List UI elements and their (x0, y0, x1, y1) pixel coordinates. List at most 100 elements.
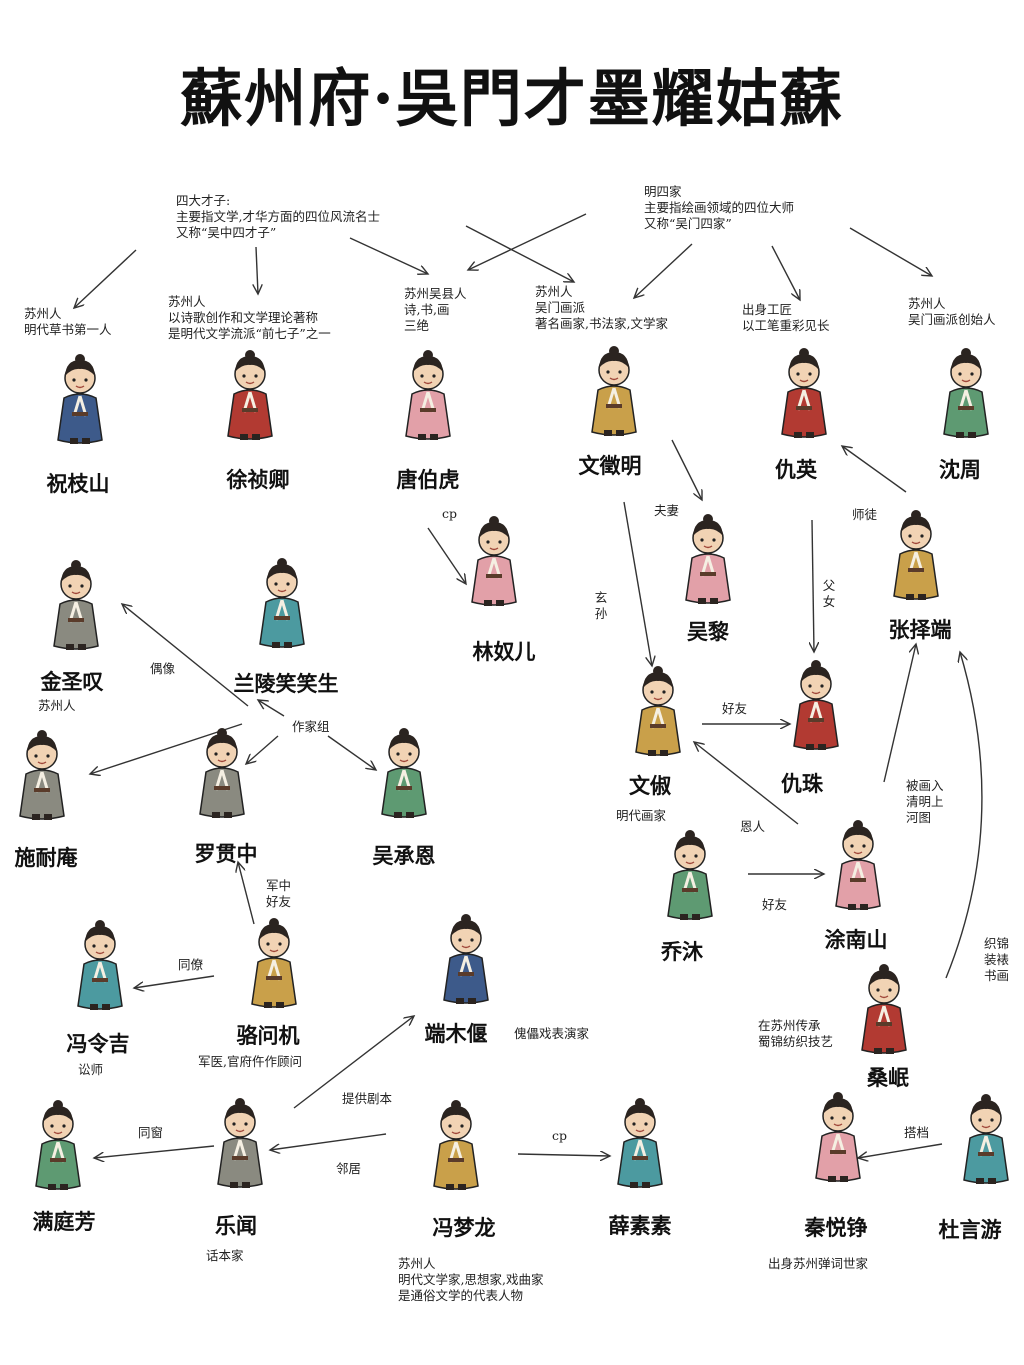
name-wen: 文徵明 (579, 450, 642, 480)
note-line: 以诗歌创作和文学理论著称 (168, 310, 331, 326)
note-line: 主要指绘画领域的四位大师 (644, 200, 794, 216)
rel-partner: 搭档 (904, 1122, 929, 1141)
rel-neighbor: 邻居 (336, 1158, 361, 1177)
rel-father-daughter: 父女 (822, 578, 836, 610)
note-le: 话本家 (206, 1248, 244, 1264)
character-figure-duanmu (434, 914, 498, 1006)
name-duanmu: 端木偃 (425, 1018, 488, 1048)
note-line: 蜀锦纺织技艺 (758, 1034, 833, 1050)
arrow-fengmong-xue (518, 1154, 610, 1156)
name-sang: 桑岷 (867, 1062, 909, 1092)
name-le: 乐闻 (215, 1210, 257, 1240)
name-man: 满庭芳 (33, 1206, 96, 1236)
character-figure-wen (582, 346, 646, 438)
note-line: 是明代文学流派“前七子”之一 (168, 326, 331, 342)
note-line: 诗,书,画 (404, 302, 467, 318)
arrow-luowenji-fengling (134, 976, 214, 988)
name-shen: 沈周 (939, 454, 981, 484)
name-fengmong: 冯梦龙 (433, 1212, 496, 1242)
character-figure-qin (806, 1092, 870, 1184)
name-tang: 唐伯虎 (397, 464, 460, 494)
character-figure-du (954, 1094, 1018, 1186)
character-figure-fengmong (424, 1100, 488, 1192)
arrow-mingfour-qiu (772, 246, 800, 300)
name-qiu: 仇英 (775, 454, 817, 484)
character-figure-luowenji (242, 918, 306, 1010)
name-tu: 涂南山 (825, 924, 888, 954)
arrow-talents-wen (466, 226, 574, 282)
note-xu: 苏州人 以诗歌创作和文学理论著称 是明代文学流派“前七子”之一 (168, 294, 331, 342)
note-fengling: 讼师 (78, 1062, 103, 1078)
note-line: 河图 (906, 810, 944, 826)
note-line: 明代草书第一人 (24, 322, 112, 338)
rel-grandchild: 玄孙 (594, 590, 608, 622)
note-line: 又称“吴中四才子” (176, 225, 380, 241)
note-line: 被画入 (906, 778, 944, 794)
note-line: 四大才子: (176, 193, 380, 209)
note-line: 清明上 (906, 794, 944, 810)
note-zhang-painted: 被画入 清明上 河图 (906, 778, 944, 826)
name-qin: 秦悦铮 (805, 1212, 868, 1242)
name-xu: 徐祯卿 (227, 464, 290, 494)
note-line: 苏州吴县人 (404, 286, 467, 302)
note-sang: 在苏州传承 蜀锦纺织技艺 (758, 1018, 833, 1050)
character-figure-qiu (772, 348, 836, 440)
name-wenshu: 文俶 (629, 770, 671, 800)
arrow-luowenji-luo (238, 862, 254, 924)
arrow-painted-zhang (884, 644, 916, 782)
rel-benefactor: 恩人 (740, 816, 765, 835)
note-line: 以工笔重彩见长 (742, 318, 830, 334)
note-line: 苏州人 (398, 1256, 543, 1272)
arrow-wen-wenshu (624, 502, 652, 666)
rel-script: 提供剧本 (342, 1088, 392, 1107)
character-figure-luo (190, 728, 254, 820)
note-line: 又称“吴门四家” (644, 216, 794, 232)
note-zhu: 苏州人 明代草书第一人 (24, 306, 112, 338)
rel-cp-tang-lin: cp (442, 506, 457, 521)
name-zhu: 祝枝山 (47, 468, 110, 498)
arrow-talents-tang (350, 238, 428, 274)
character-figure-fengling (68, 920, 132, 1012)
note-line: 苏州人 (908, 296, 996, 312)
arrow-writers-lanling (258, 700, 284, 716)
character-figure-xu (218, 350, 282, 442)
note-jin: 苏州人 (38, 698, 76, 714)
rel-army-friend: 军中好友 (266, 878, 296, 910)
character-figure-tang (396, 350, 460, 442)
ming-four-note: 明四家 主要指绘画领域的四位大师 又称“吴门四家” (644, 184, 794, 232)
character-figure-sang (852, 964, 916, 1056)
note-line: 在苏州传承 (758, 1018, 833, 1034)
arrow-le-man (94, 1146, 214, 1158)
rel-friend-qiao: 好友 (762, 894, 787, 913)
note-luowenji: 军医,官府仵作顾问 (198, 1054, 302, 1070)
note-line: 苏州人 (535, 284, 668, 300)
arrow-fengmong-le (270, 1134, 386, 1150)
arrow-mingfour-tang (468, 214, 586, 270)
note-line: 吴门画派 (535, 300, 668, 316)
character-figure-wenshu (626, 666, 690, 758)
character-figure-le (208, 1098, 272, 1190)
note-line: 三绝 (404, 318, 467, 334)
rel-friend-wenshu: 好友 (722, 698, 747, 717)
note-line: 苏州人 (24, 306, 112, 322)
rel-writers: 作家组 (292, 716, 330, 735)
rel-cp-feng-xue: cp (552, 1128, 567, 1143)
note-qiu: 出身工匠 以工笔重彩见长 (742, 302, 830, 334)
arrow-writers-wucheng (328, 736, 376, 770)
note-qin: 出身苏州弹词世家 (768, 1256, 868, 1272)
character-figure-zhu (48, 354, 112, 446)
name-wuli: 吴黎 (687, 616, 729, 646)
arrow-talents-xu (256, 247, 258, 294)
arrow-du-qin (858, 1144, 942, 1158)
character-figure-lanling (250, 558, 314, 650)
name-luo: 罗贯中 (195, 838, 258, 868)
name-qiuzhu: 仇珠 (781, 768, 823, 798)
name-wucheng: 吴承恩 (373, 840, 436, 870)
note-line: 吴门画派创始人 (908, 312, 996, 328)
arrow-qiu-qiuzhu (812, 520, 814, 652)
character-figure-lin (462, 516, 526, 608)
note-line: 是通俗文学的代表人物 (398, 1288, 543, 1304)
note-line: 明代文学家,思想家,戏曲家 (398, 1272, 543, 1288)
arrow-wen-wuli (672, 440, 702, 500)
